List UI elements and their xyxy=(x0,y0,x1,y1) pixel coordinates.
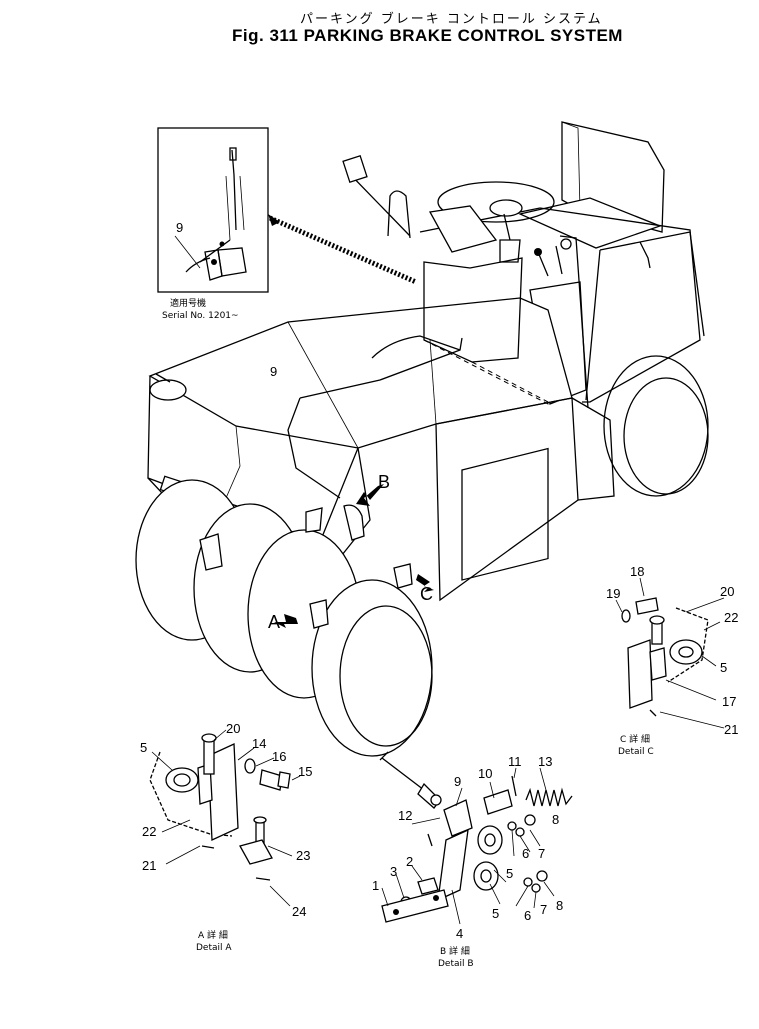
inset-serial-label: Serial No. 1201~ xyxy=(162,311,239,321)
figure-title: Fig. 311 PARKING BRAKE CONTROL SYSTEM xyxy=(232,26,623,45)
detail-b-label-1: 1 xyxy=(372,878,379,893)
detail-c-label-5: 5 xyxy=(720,660,727,675)
detail-a-caption-jp: A 詳 細 xyxy=(198,929,228,941)
detail-a-drawing xyxy=(149,729,301,907)
inset-panel xyxy=(157,127,269,293)
detail-b-label-2: 2 xyxy=(406,854,413,869)
detail-b-drawing xyxy=(379,751,573,925)
detail-b-label-4: 4 xyxy=(456,926,463,941)
detail-c-caption-jp: C 詳 細 xyxy=(620,733,650,745)
detail-a-label-21: 21 xyxy=(142,858,156,873)
detail-b-label-13: 13 xyxy=(538,754,552,769)
detail-b-label-6-upper: 6 xyxy=(522,846,529,861)
detail-a-label-15: 15 xyxy=(298,764,312,779)
detail-c-drawing xyxy=(615,577,725,729)
detail-c-caption: Detail C xyxy=(618,747,654,757)
detail-b-label-8-lower: 8 xyxy=(556,898,563,913)
detail-b-label-9: 9 xyxy=(454,774,461,789)
main-part-label: 9 xyxy=(270,364,277,379)
detail-b-caption-jp: B 詳 細 xyxy=(440,945,470,957)
detail-c-label-18: 18 xyxy=(630,564,644,579)
roller-machine xyxy=(135,121,709,757)
arrow-label-c: C xyxy=(420,584,433,604)
inset-part-label: 9 xyxy=(176,220,183,235)
arrow-label-a: A xyxy=(268,612,280,632)
detail-b-label-5-upper: 5 xyxy=(506,866,513,881)
detail-b-label-12: 12 xyxy=(398,808,412,823)
detail-b-label-11: 11 xyxy=(508,754,522,769)
figure-title-japanese: パーキング ブレーキ コントロール システム xyxy=(300,12,603,27)
detail-c-label-17: 17 xyxy=(722,694,736,709)
detail-b-label-7-lower: 7 xyxy=(540,902,547,917)
inset-leader xyxy=(268,214,418,285)
detail-a-label-5: 5 xyxy=(140,740,147,755)
detail-b-label-10: 10 xyxy=(478,766,492,781)
detail-a-caption: Detail A xyxy=(196,943,232,953)
detail-a-label-24: 24 xyxy=(292,904,306,919)
detail-a-label-14: 14 xyxy=(252,736,266,751)
detail-a-label-16: 16 xyxy=(272,749,286,764)
arrow-label-b: B xyxy=(378,472,390,492)
detail-c-label-20: 20 xyxy=(720,584,734,599)
detail-b-label-8-upper: 8 xyxy=(552,812,559,827)
detail-b-caption: Detail B xyxy=(438,959,474,969)
detail-a-label-20: 20 xyxy=(226,721,240,736)
detail-c-label-21: 21 xyxy=(724,722,738,737)
detail-b-label-7-upper: 7 xyxy=(538,846,545,861)
detail-b-label-6-lower: 6 xyxy=(524,908,531,923)
detail-b-label-5-lower: 5 xyxy=(492,906,499,921)
detail-a-label-22: 22 xyxy=(142,824,156,839)
inset-serial-jp: 適用号機 xyxy=(170,297,206,309)
detail-a-label-23: 23 xyxy=(296,848,310,863)
detail-b-label-3: 3 xyxy=(390,864,397,879)
detail-c-label-19: 19 xyxy=(606,586,620,601)
detail-c-label-22: 22 xyxy=(724,610,738,625)
